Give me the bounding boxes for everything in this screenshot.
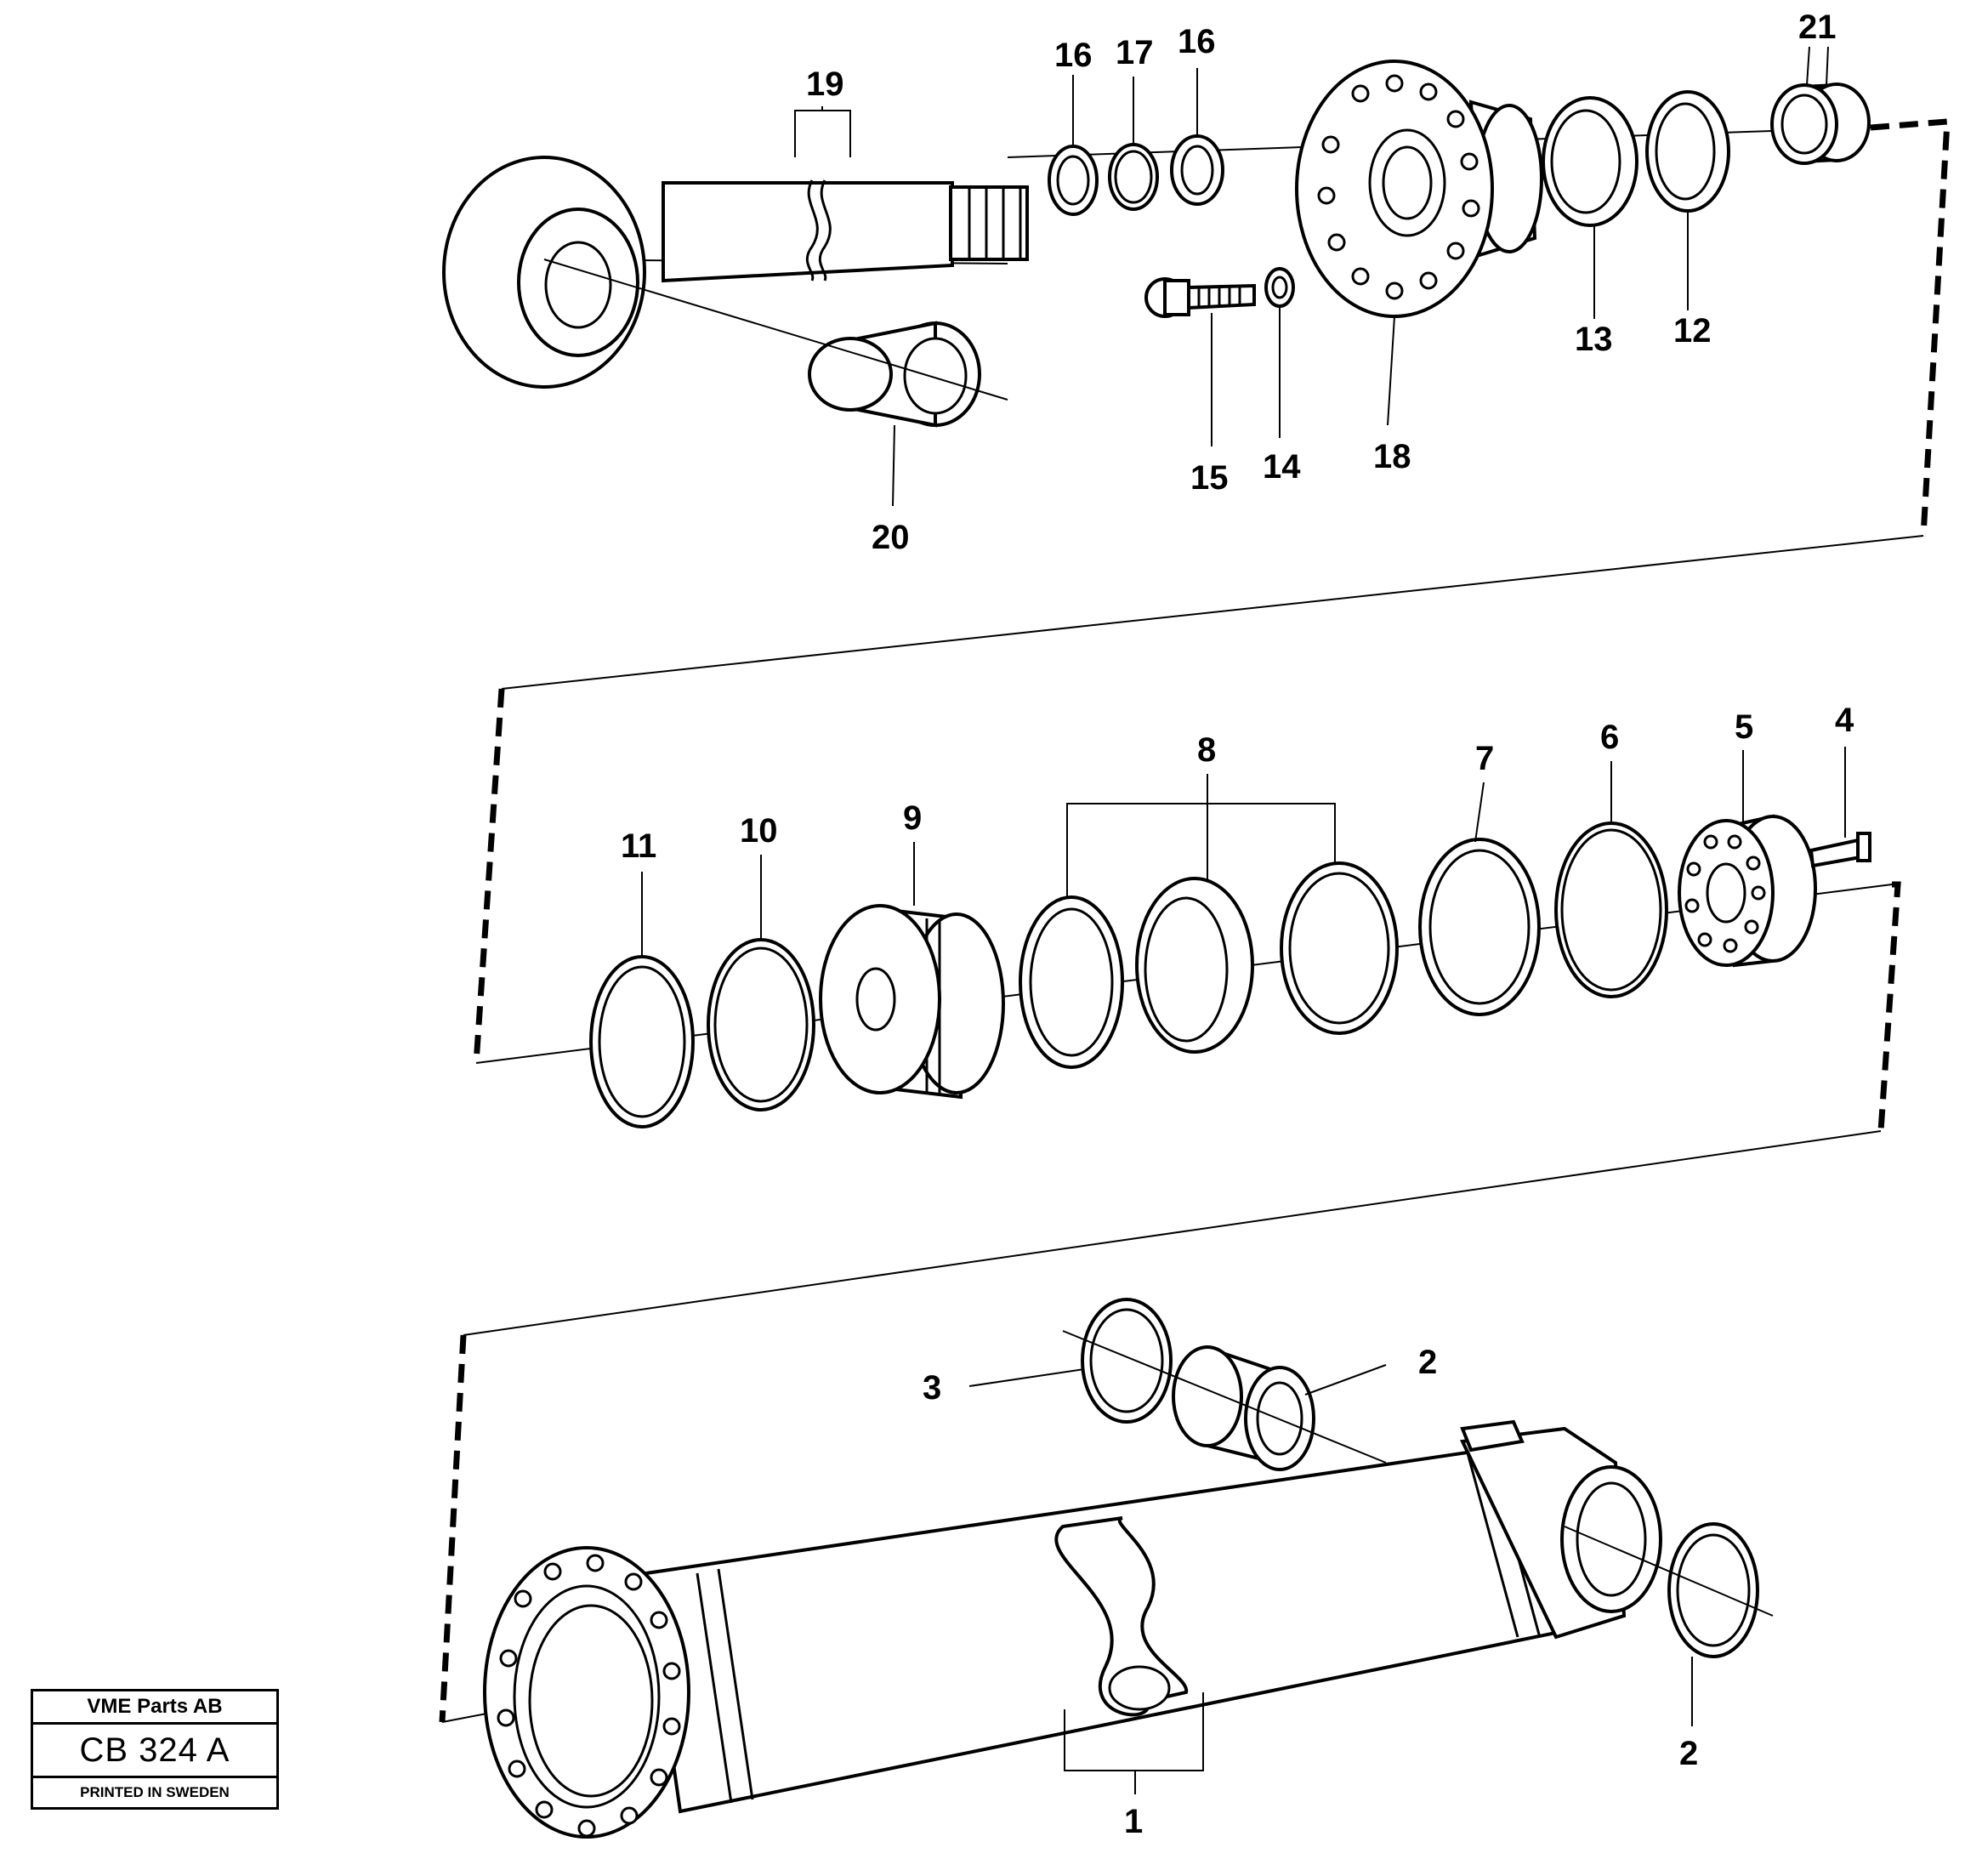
callout-14: 14 [1263, 448, 1301, 486]
piston-nut [1678, 814, 1817, 968]
callout-10: 10 [740, 812, 778, 850]
callout-21: 21 [1798, 9, 1837, 46]
piston-assembly [463, 688, 1901, 1336]
callout-1: 1 [1124, 1803, 1143, 1840]
callout-17: 17 [1116, 34, 1154, 71]
stamp-printed: PRINTED IN SWEDEN [80, 1784, 230, 1800]
callout-6: 6 [1600, 719, 1619, 756]
callout-7: 7 [1475, 740, 1494, 777]
vme-parts-stamp: VME Parts AB CB 324 A PRINTED IN SWEDEN [31, 1689, 279, 1810]
cap-screw [1144, 277, 1256, 318]
rod-eye [442, 156, 1029, 389]
rod-bushing [808, 321, 981, 428]
callout-16-left: 16 [1054, 37, 1093, 74]
callout-11: 11 [621, 827, 656, 865]
callout-19: 19 [806, 65, 844, 103]
callout-20: 20 [872, 519, 910, 556]
callout-2-top: 2 [1418, 1344, 1437, 1381]
callout-3: 3 [923, 1369, 941, 1407]
callout-15: 15 [1190, 459, 1229, 497]
stamp-company: VME Parts AB [33, 1691, 276, 1725]
stamp-code: CB 324 A [33, 1725, 276, 1778]
cylinder-tube-assembly [439, 1298, 1774, 1839]
callout-4: 4 [1835, 702, 1854, 739]
callout-labels: 19 16 17 16 21 13 12 15 14 18 20 11 10 9… [621, 9, 1854, 1840]
callout-13: 13 [1575, 321, 1613, 358]
callout-8: 8 [1197, 731, 1216, 769]
cylinder-head [1295, 60, 1543, 318]
callout-18: 18 [1373, 438, 1411, 475]
callout-5: 5 [1735, 708, 1753, 746]
callout-16-right: 16 [1178, 23, 1216, 60]
rod-assembly [442, 46, 1951, 690]
callout-12: 12 [1673, 312, 1712, 350]
callout-2-bottom: 2 [1679, 1735, 1698, 1772]
callout-9: 9 [903, 799, 922, 837]
